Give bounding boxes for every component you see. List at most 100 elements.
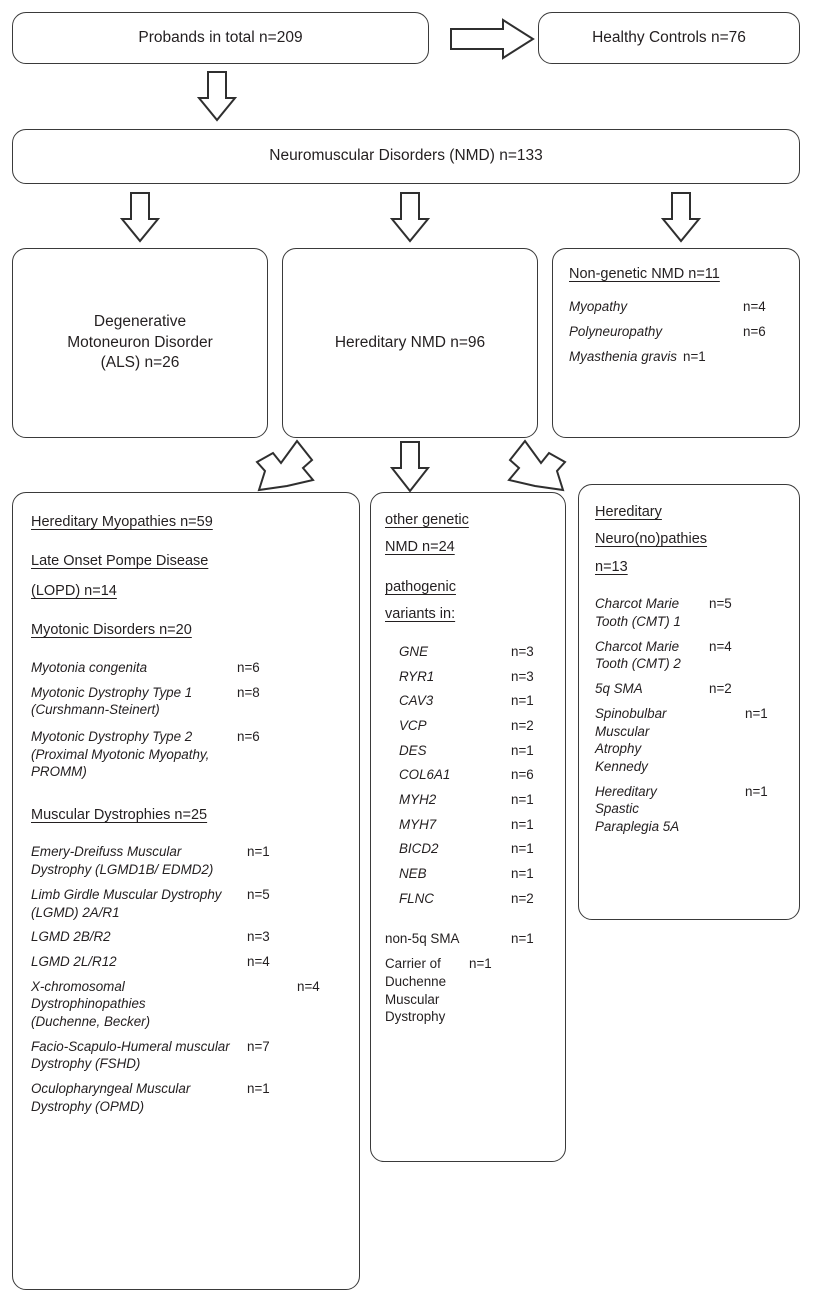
other-genetic-title-line-2: NMD n=24 <box>385 539 455 556</box>
gene-label: BICD2 <box>399 841 439 857</box>
healthy-controls-label: Healthy Controls n=76 <box>592 28 746 46</box>
list-item: LGMD 2L/R12 n=4 <box>31 953 341 971</box>
neuropathy-count: n=5 <box>709 596 732 612</box>
neuropathies-title-line-2: Neuro(no)pathies <box>595 531 708 548</box>
list-item: Spinobulbar Muscular Atrophy Kennedy n=1 <box>595 705 785 776</box>
myopathies-title: Hereditary Myopathies n=59 <box>31 514 213 530</box>
gene-label: RYR1 <box>399 668 435 684</box>
list-item: NEB n=1 <box>385 865 551 883</box>
dystrophy-item-count: n=5 <box>247 886 270 902</box>
list-item: Charcot Marie Tooth (CMT) 1 n=5 <box>595 595 785 630</box>
myotonic-item-count: n=6 <box>237 728 260 744</box>
gene-label: MYH7 <box>399 816 437 832</box>
list-item: FLNC n=2 <box>385 890 551 908</box>
neuropathy-label: 5q SMA <box>595 681 643 697</box>
gene-count: n=1 <box>511 792 534 807</box>
list-item: Myopathy n=4 <box>569 298 783 316</box>
als-line-3: (ALS) n=26 <box>100 354 180 372</box>
non-genetic-item-count: n=4 <box>743 299 766 315</box>
arrow-hereditary-to-myopathies <box>255 438 317 496</box>
dystrophy-item-label: Facio-Scapulo-Humeral muscular Dystrophy… <box>31 1038 230 1072</box>
dystrophy-item-count: n=3 <box>247 929 270 945</box>
arrow-probands-to-nmd <box>196 70 238 122</box>
list-item: Oculopharyngeal Muscular Dystrophy (OPMD… <box>31 1080 341 1115</box>
gene-count: n=3 <box>511 643 534 659</box>
list-item: 5q SMA n=2 <box>595 680 785 698</box>
non-genetic-nmd-title: Non-genetic NMD n=11 <box>569 266 720 282</box>
neuropathy-count: n=1 <box>745 705 768 721</box>
list-item: VCP n=2 <box>385 717 551 735</box>
non-genetic-item-label: Myasthenia gravis <box>569 348 677 364</box>
myotonic-disorders-title: Myotonic Disorders n=20 <box>31 622 192 639</box>
hereditary-nmd-box: Hereditary NMD n=96 <box>282 248 538 438</box>
dystrophy-item-label: Oculopharyngeal Muscular Dystrophy (OPMD… <box>31 1081 191 1114</box>
als-line-1: Degenerative <box>93 312 187 330</box>
pathogenic-variants-line-1: pathogenic <box>385 578 456 595</box>
myotonic-item-count: n=6 <box>237 659 260 675</box>
list-item: MYH2 n=1 <box>385 791 551 809</box>
gene-label: DES <box>399 742 427 758</box>
list-item: non-5q SMA n=1 <box>385 930 551 948</box>
gene-count: n=2 <box>511 890 534 906</box>
list-item: Myasthenia gravis n=1 <box>569 348 783 366</box>
gene-count: n=1 <box>511 866 534 882</box>
hereditary-myopathies-box: Hereditary Myopathies n=59 Late Onset Po… <box>12 492 360 1290</box>
list-item: GNE n=3 <box>385 643 551 661</box>
lopd-title-line-1: Late Onset Pompe Disease <box>31 553 209 570</box>
gene-label: FLNC <box>399 890 434 906</box>
dystrophy-item-count: n=7 <box>247 1038 270 1054</box>
non-genetic-item-count: n=1 <box>683 348 706 364</box>
dystrophy-item-label: X-chromosomal Dystrophinopathies (Duchen… <box>31 978 151 1029</box>
muscular-dystrophies-title: Muscular Dystrophies n=25 <box>31 807 208 823</box>
als-line-2: Motoneuron Disorder <box>67 333 213 351</box>
neuropathies-title-line-1: Hereditary <box>595 504 662 520</box>
dystrophy-item-count: n=4 <box>247 953 270 969</box>
list-item: COL6A1 n=6 <box>385 766 551 784</box>
gene-label: CAV3 <box>399 693 434 709</box>
als-label: Degenerative Motoneuron Disorder (ALS) n… <box>67 312 213 375</box>
neuropathy-label: Charcot Marie Tooth (CMT) 1 <box>595 596 681 630</box>
non-genetic-nmd-box: Non-genetic NMD n=11 Myopathy n=4 Polyne… <box>552 248 800 438</box>
list-item: Facio-Scapulo-Humeral muscular Dystrophy… <box>31 1038 341 1073</box>
myotonic-item-label: Myotonic Dystrophy Type 2 (Proximal Myot… <box>31 728 210 780</box>
dystrophy-item-label: LGMD 2B/R2 <box>31 929 111 945</box>
list-item: Myotonia congenita n=6 <box>31 659 341 677</box>
dystrophy-item-count: n=4 <box>297 978 320 994</box>
list-item: Hereditary Spastic Paraplegia 5A n=1 <box>595 783 785 836</box>
other-genetic-title-line-1: other genetic <box>385 512 469 528</box>
probands-box: Probands in total n=209 <box>12 12 429 64</box>
lopd-title-line-2: (LOPD) n=14 <box>31 582 117 599</box>
extra-count: n=1 <box>469 956 492 972</box>
list-item: Myotonic Dystrophy Type 2 (Proximal Myot… <box>31 728 341 781</box>
gene-label: NEB <box>399 866 427 882</box>
extra-count: n=1 <box>511 931 534 947</box>
list-item: Polyneuropathy n=6 <box>569 323 783 341</box>
arrow-hereditary-to-neuropathies <box>505 438 567 496</box>
list-item: MYH7 n=1 <box>385 816 551 834</box>
gene-label: COL6A1 <box>399 767 451 783</box>
neuropathy-count: n=4 <box>709 638 732 654</box>
arrow-nmd-to-hereditary <box>389 191 431 243</box>
hereditary-nmd-label: Hereditary NMD n=96 <box>334 333 486 351</box>
list-item: DES n=1 <box>385 742 551 760</box>
myotonic-item-label: Myotonic Dystrophy Type 1 (Curshmann-Ste… <box>31 684 193 718</box>
arrow-nmd-to-nongenetic <box>660 191 702 243</box>
dystrophy-item-count: n=1 <box>247 844 270 860</box>
list-item: BICD2 n=1 <box>385 840 551 858</box>
arrow-nmd-to-als <box>119 191 161 243</box>
neuropathy-count: n=2 <box>709 681 732 697</box>
gene-count: n=1 <box>511 693 534 709</box>
neuropathies-title-line-3: n=13 <box>595 558 628 575</box>
gene-label: VCP <box>399 717 427 733</box>
gene-count: n=2 <box>511 717 534 733</box>
gene-count: n=1 <box>511 742 534 758</box>
gene-count: n=1 <box>511 841 534 857</box>
list-item: Carrier of Duchenne Muscular Dystrophy n… <box>385 955 551 1026</box>
list-item: Limb Girdle Muscular Dystrophy (LGMD) 2A… <box>31 886 341 921</box>
als-box: Degenerative Motoneuron Disorder (ALS) n… <box>12 248 268 438</box>
nmd-box: Neuromuscular Disorders (NMD) n=133 <box>12 129 800 184</box>
list-item: Myotonic Dystrophy Type 1 (Curshmann-Ste… <box>31 684 341 719</box>
healthy-controls-box: Healthy Controls n=76 <box>538 12 800 64</box>
list-item: CAV3 n=1 <box>385 692 551 710</box>
neuropathy-label: Spinobulbar Muscular Atrophy Kennedy <box>595 705 667 774</box>
